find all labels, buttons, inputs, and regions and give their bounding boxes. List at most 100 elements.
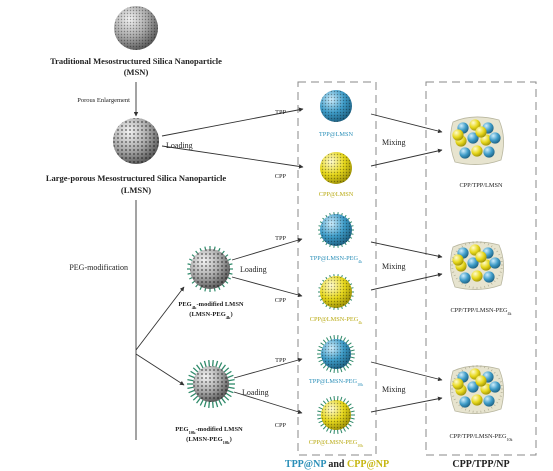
peg-chain [225, 370, 232, 376]
peg-chain [464, 408, 467, 411]
peg-chain [493, 280, 496, 283]
cpp-label-1: CPP [275, 173, 287, 180]
peg-chain [188, 374, 196, 379]
peg-chain [225, 392, 232, 398]
peg-chain [223, 394, 230, 401]
peg-chain [490, 282, 493, 285]
peg-chain [499, 271, 502, 273]
peg-chain [188, 389, 196, 394]
peg-chain [187, 378, 195, 382]
peg-chain [227, 378, 235, 382]
cpp-particle [475, 375, 487, 387]
cpp-lmsn-label: CPP@LMSN [319, 191, 354, 198]
peg4k-title: PEG4k-modified LMSN [178, 301, 244, 310]
arrow-mix-3a [370, 361, 443, 382]
cpp-particle [480, 259, 492, 271]
np-dashed-box [297, 81, 377, 456]
cpp-particle [452, 129, 464, 141]
peg-chain [498, 274, 501, 277]
cpp-label-3: CPP [275, 422, 287, 429]
cpp-particle [452, 378, 464, 390]
arrow-trunk-peg10k [135, 353, 185, 386]
peg10k-title: PEG10k-modified LMSN [175, 426, 243, 435]
arrow-mix-2a [370, 241, 443, 259]
mixing-label-1: Mixing [382, 138, 406, 147]
tpp-peg4k-label: TPP@LMSN-PEG4k [310, 255, 362, 264]
arrow-mix-1a [370, 113, 443, 134]
lmsn-abbrev: (LMSN) [121, 185, 151, 195]
tpp-label-3: TPP [275, 357, 286, 364]
tpp-particle [459, 396, 471, 408]
msn-abbrev: (MSN) [124, 67, 149, 77]
mix-cluster-peg4k [450, 241, 504, 290]
tpp-label-2: TPP [275, 235, 286, 242]
peg-chain [499, 395, 502, 397]
msn-sphere [114, 6, 158, 50]
mix-cluster-peg10k [450, 365, 504, 414]
loading-label-2: Loading [240, 265, 267, 274]
mix-peg4k-label: CPP/TPP/LMSN-PEG4k [450, 307, 511, 316]
peg-chain [227, 386, 235, 390]
peg-chain [468, 366, 470, 369]
loading-label-1: Loading [166, 141, 193, 150]
tpp-particle [489, 132, 501, 144]
peg-chain [455, 401, 458, 404]
peg-chain [455, 250, 458, 253]
peg-chain [203, 360, 207, 368]
peg-chain [215, 360, 219, 368]
peg-chain [453, 377, 456, 380]
peg-chain [498, 253, 501, 256]
peg-chain [455, 277, 458, 280]
peg-chain [199, 398, 205, 406]
peg-chain [217, 362, 223, 370]
peg-chain [487, 243, 490, 246]
arrow-mix-2b [370, 272, 443, 291]
peg-chain [203, 400, 207, 408]
peg-chain [190, 392, 197, 398]
peg-chain [455, 374, 458, 377]
peg10k-sphere [187, 360, 235, 408]
step-peg-label: PEG-modification [69, 263, 128, 272]
tpp-peg10k-sphere [317, 335, 355, 373]
peg-chain [453, 253, 456, 256]
cpp-particle [471, 270, 483, 282]
peg-chain [453, 398, 456, 401]
peg-chain [493, 371, 496, 374]
peg-chain [499, 381, 502, 383]
peg-chain [498, 377, 501, 380]
cpp-peg4k-sphere [318, 274, 354, 310]
peg-chain [187, 386, 195, 390]
peg-chain [190, 370, 197, 376]
peg-chain [452, 271, 455, 273]
peg-chain [496, 277, 499, 280]
peg-chain [464, 284, 467, 287]
peg-chain [461, 282, 464, 285]
peg-chain [199, 362, 205, 370]
peg-chain [458, 247, 461, 250]
tpp-particle [489, 381, 501, 393]
peg4k-abbrev: (LMSN-PEG4k) [189, 311, 232, 320]
arrow-peg4k-cpp [231, 276, 303, 298]
peg-chain [499, 257, 502, 259]
cpp-particle [471, 394, 483, 406]
peg-chain [217, 398, 223, 406]
peg-chain [484, 285, 486, 288]
arrow-lmsn-cpp [161, 145, 304, 169]
peg-chain [452, 381, 455, 383]
peg-chain [487, 284, 490, 287]
peg-chain [208, 360, 211, 368]
tpp-particle [483, 271, 495, 283]
loading-label-3: Loading [242, 388, 269, 397]
peg-chain [468, 409, 470, 412]
mix-peg10k-label: CPP/TPP/LMSN-PEG10k [449, 433, 512, 442]
peg-chain [220, 364, 226, 371]
peg-chain [192, 394, 199, 401]
peg-chain [458, 404, 461, 407]
peg-chain [211, 400, 214, 408]
arrow-lmsn-tpp [161, 107, 304, 137]
cpp-label-2: CPP [275, 297, 287, 304]
mix-cluster-lmsn [450, 116, 504, 165]
tpp-label-1: TPP [275, 109, 286, 116]
peg-chain [452, 395, 455, 397]
peg-chain [196, 397, 202, 404]
